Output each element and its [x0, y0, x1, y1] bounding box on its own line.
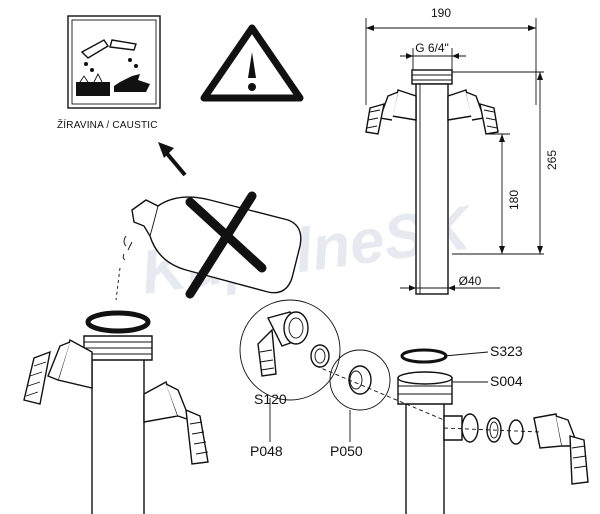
label-s004: S004	[490, 373, 523, 389]
dimension-height-inlet: 180	[507, 190, 521, 210]
siphon-body-left	[23, 310, 209, 514]
bottle-crossed-icon	[115, 191, 302, 301]
technical-drawing	[365, 18, 544, 295]
label-s323: S323	[490, 343, 523, 359]
label-p050: P050	[330, 443, 363, 459]
dimension-width: 190	[431, 6, 451, 20]
dimension-thread: G 6/4"	[415, 41, 449, 55]
hazard-caption: ŽÍRAVINA / CAUSTIC	[57, 118, 158, 131]
corrosive-hazard-icon	[67, 15, 161, 109]
arrow-up-left-icon	[158, 142, 187, 177]
warning-triangle-icon	[200, 24, 304, 102]
label-p048: P048	[250, 443, 283, 459]
label-s120: S120	[254, 391, 287, 407]
exploded-assembly	[239, 299, 589, 514]
dimension-diameter: Ø40	[459, 274, 482, 288]
dimension-height-total: 265	[545, 150, 559, 170]
